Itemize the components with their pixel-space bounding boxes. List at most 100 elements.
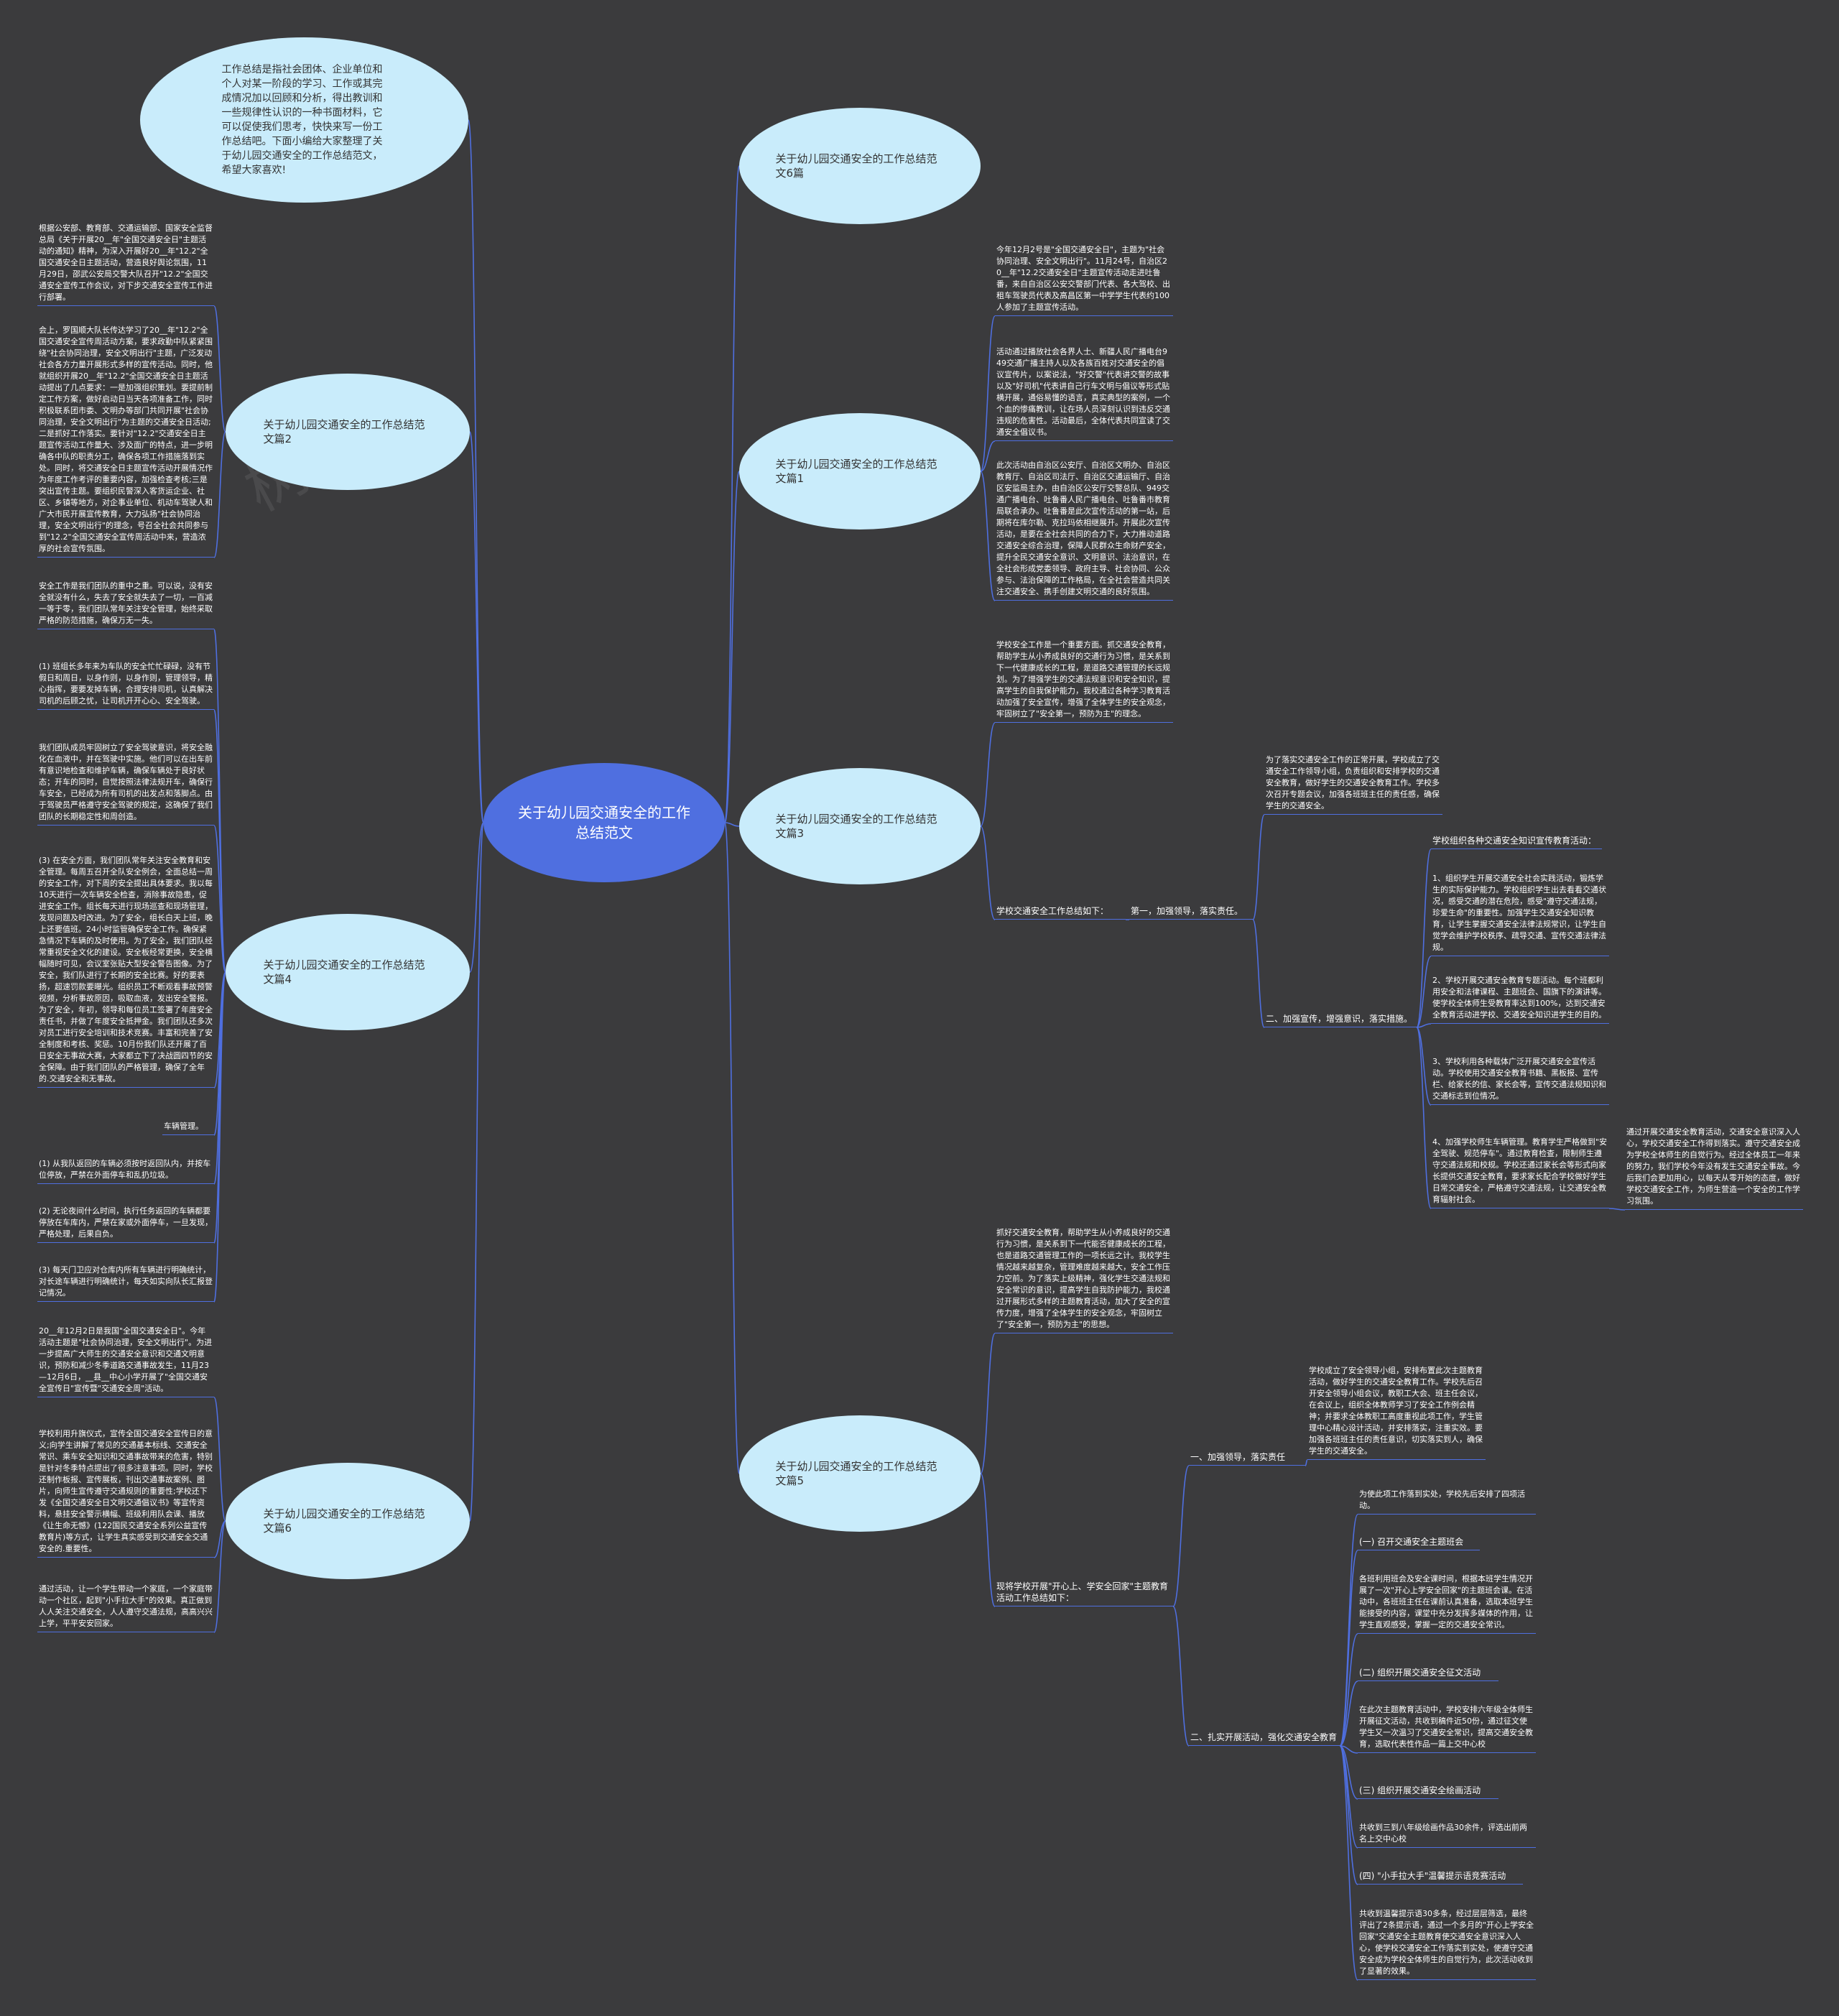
text-p3d: 为了落实交通安全工作的正常开展，学校成立了交通安全工作领导小组，负责组织和安排学… xyxy=(1264,754,1442,815)
topic-1[interactable]: 关于幼儿园交通安全的工作总结范文篇1 xyxy=(739,413,981,530)
link-text-p5e-text-p5m xyxy=(1339,1745,1358,1885)
link-text-p5c-text-p5d xyxy=(1305,1459,1308,1466)
text-p4g: (2) 无论夜间什么时间，执行任务返回的车辆都要停放在车库内，严禁在家或外面停车… xyxy=(37,1206,214,1243)
link-text-p3e-text-p3g xyxy=(1416,956,1432,1028)
text-p5j: 在此次主题教育活动中，学校安排六年级全体师生开展征文活动，共收到稿件近50份，通… xyxy=(1358,1704,1536,1753)
text-p5n: 共收到温馨提示语30多条，经过层层筛选，最终评出了2条提示语，通过一个多月的"开… xyxy=(1358,1908,1536,1980)
text-p3e: 二、加强宣传，增强意识，落实措施。 xyxy=(1264,1013,1417,1027)
link-topic-6-text-p6b xyxy=(213,1520,226,1558)
text-p5m: (四) "小手拉大手"温馨提示语竞赛活动 xyxy=(1358,1870,1523,1885)
link-text-p5e-text-p5n xyxy=(1339,1745,1358,1981)
link-topic-2-text-p2a xyxy=(213,305,226,433)
text-p3g: 1、组织学生开展交通安全社会实践活动，锻炼学生的实际保护能力。学校组织学生出去看… xyxy=(1431,873,1609,956)
text-p1a: 今年12月2号是"全国交通安全日"，主题为"社会协同治理、安全文明出行"。11月… xyxy=(995,244,1173,316)
text-p4a: 安全工作是我们团队的重中之重。可以说，没有安全就没有什么，失去了安全就失去了一切… xyxy=(37,581,214,629)
text-p4c: 我们团队成员牢固树立了安全驾驶意识，将安全融化在血液中，并在驾驶中实施。他们可以… xyxy=(37,742,214,826)
text-p4f: (1) 从我队返回的车辆必须按时返回队内，并按车位停放，严禁在外面停车和乱扔垃圾… xyxy=(37,1158,214,1184)
text-p5l: 共收到三到八年级绘画作品30余件，评选出前两名上交中心校 xyxy=(1358,1822,1536,1848)
text-p4h: (3) 每天门卫应对仓库内所有车辆进行明确统计，对长途车辆进行明确统计，每天如实… xyxy=(37,1264,214,1302)
topic-2[interactable]: 关于幼儿园交通安全的工作总结范文篇2 xyxy=(226,374,470,490)
topic-5[interactable]: 关于幼儿园交通安全的工作总结范文篇5 xyxy=(739,1415,981,1532)
link-text-p3e-text-p3i xyxy=(1416,1027,1432,1106)
link-text-p5b-text-p5c xyxy=(1172,1465,1190,1607)
topic-4[interactable]: 关于幼儿园交通安全的工作总结范文篇4 xyxy=(226,914,470,1030)
topic-6[interactable]: 关于幼儿园交通安全的工作总结范文篇6 xyxy=(226,1463,470,1579)
text-p3i: 3、学校利用各种载体广泛开展交通安全宣传活动。学校使用交通安全教育书籍、黑板报、… xyxy=(1431,1056,1609,1105)
topic-3[interactable]: 关于幼儿园交通安全的工作总结范文篇3 xyxy=(739,768,981,884)
link-topic-1-text-p1a xyxy=(980,315,996,472)
link-topic-1-text-p1b xyxy=(980,440,996,472)
text-p5i: (二) 组织开展交通安全征文活动 xyxy=(1358,1667,1498,1681)
text-p4b: (1) 班组长多年来为车队的安全忙忙碌碌，没有节假日和周日，以身作则，以身作则，… xyxy=(37,661,214,710)
link-root-node-topic-1 xyxy=(724,471,740,823)
link-root-node-topic-6pian xyxy=(724,165,740,823)
text-p4e: 车辆管理。 xyxy=(162,1121,214,1135)
text-p5d: 学校成立了安全领导小组，安排布置此次主题教育活动，做好学生的交通安全教育工作。学… xyxy=(1307,1365,1486,1460)
text-p5g: (一) 召开交通安全主题班会 xyxy=(1358,1536,1480,1550)
topic-4-label: 关于幼儿园交通安全的工作总结范文篇4 xyxy=(263,958,425,986)
topic-6pian[interactable]: 关于幼儿园交通安全的工作总结范文6篇 xyxy=(739,108,981,224)
link-topic-5-text-p5a xyxy=(980,1333,996,1474)
link-text-p5e-text-p5i xyxy=(1339,1680,1358,1747)
text-p3j: 4、加强学校师生车辆管理。教育学生严格做到"安全驾驶、规范停车"。通过教育检查，… xyxy=(1431,1137,1609,1208)
link-text-p3e-text-p3h xyxy=(1416,1023,1432,1028)
link-root-node-topic-2 xyxy=(469,431,484,823)
link-topic-2-text-p2b xyxy=(213,431,226,558)
text-p5b: 现将学校开展"开心上、学安全回家"主题教育活动工作总结如下： xyxy=(995,1581,1173,1606)
link-topic-6-text-p6c xyxy=(213,1520,226,1633)
link-text-p3e-text-p3f xyxy=(1416,849,1432,1028)
topic-6pian-label: 关于幼儿园交通安全的工作总结范文6篇 xyxy=(775,152,937,180)
text-p3a: 学校安全工作是一个重要方面。抓交通安全教育，帮助学生从小养成良好的交通行为习惯，… xyxy=(995,639,1173,723)
root-title: 关于幼儿园交通安全的工作总结范文 xyxy=(518,804,690,841)
link-text-p3e-text-p3j xyxy=(1416,1027,1432,1209)
topic-2-label: 关于幼儿园交通安全的工作总结范文篇2 xyxy=(263,418,425,445)
link-root-node-intro-node xyxy=(468,119,484,823)
text-p5c: 一、加强领导，落实责任 xyxy=(1189,1451,1305,1466)
link-root-node-topic-6 xyxy=(469,822,484,1522)
text-p3b: 学校交通安全工作总结如下： xyxy=(995,905,1126,920)
text-p2b: 会上，罗国顺大队长传达学习了20__年"12.2"全国交通安全宣传周活动方案，要… xyxy=(37,325,214,558)
text-p5k: (三) 组织开展交通安全绘画活动 xyxy=(1358,1785,1498,1799)
topic-6-label: 关于幼儿园交通安全的工作总结范文篇6 xyxy=(263,1507,425,1535)
link-root-node-topic-5 xyxy=(724,822,740,1474)
link-text-p3j-text-p3k xyxy=(1608,1208,1626,1211)
text-p1b: 活动通过播放社会各界人士、新疆人民广播电台949交通广播主持人以及各族百姓对交通… xyxy=(995,346,1173,441)
link-text-p5e-text-p5j xyxy=(1339,1745,1358,1754)
text-p1c: 此次活动由自治区公安厅、自治区文明办、自治区教育厅、自治区司法厅、自治区交通运输… xyxy=(995,460,1173,601)
link-topic-4-text-p4a xyxy=(213,629,226,973)
link-topic-3-text-p3a xyxy=(980,722,996,827)
text-p6c: 通过活动，让一个学生带动一个家庭，一个家庭带动一个社区，起到"小手拉大手"的效果… xyxy=(37,1583,214,1632)
text-p3f: 学校组织各种交通安全知识宣传教育活动： xyxy=(1431,835,1602,849)
topic-3-label: 关于幼儿园交通安全的工作总结范文篇3 xyxy=(775,813,937,840)
link-topic-5-text-p5b xyxy=(980,1473,996,1607)
root-node[interactable]: 关于幼儿园交通安全的工作总结范文 xyxy=(483,763,725,882)
topic-5-label: 关于幼儿园交通安全的工作总结范文篇5 xyxy=(775,1460,937,1487)
link-root-node-topic-4 xyxy=(469,822,484,973)
intro-text: 工作总结是指社会团体、企业单位和个人对某一阶段的学习、工作或其完成情况加以回顾和… xyxy=(221,64,383,176)
link-topic-4-text-p4c xyxy=(213,825,226,973)
link-text-p5e-text-p5h xyxy=(1339,1633,1358,1747)
link-topic-4-text-p4h xyxy=(213,971,226,1303)
link-text-p5e-text-p5g xyxy=(1339,1550,1358,1747)
link-text-p3c-text-p3e xyxy=(1252,919,1265,1028)
link-text-p5e-text-p5k xyxy=(1339,1745,1358,1800)
link-text-p3c-text-p3d xyxy=(1252,814,1265,920)
link-root-node-topic-3 xyxy=(724,822,740,827)
text-p2a: 根据公安部、教育部、交通运输部、国家安全监督总局《关于开展20__年"全国交通安… xyxy=(37,223,214,306)
text-p3h: 2、学校开展交通安全教育专题活动。每个班都利用安全和法律课程、主题班会、国旗下的… xyxy=(1431,975,1609,1024)
text-p6a: 20__年12月2日是我国"全国交通安全日"。今年活动主题是"社会协同治理，安全… xyxy=(37,1326,214,1397)
link-topic-1-text-p1c xyxy=(980,471,996,601)
intro-node[interactable]: 工作总结是指社会团体、企业单位和个人对某一阶段的学习、工作或其完成情况加以回顾和… xyxy=(140,37,468,203)
text-p5a: 抓好交通安全教育，帮助学生从小养成良好的交通行为习惯，是关系到下一代能否健康成长… xyxy=(995,1227,1173,1333)
text-p5h: 各班利用班会及安全课时间，根据本班学生情况开展了一次"开心上学安全回家"的主题班… xyxy=(1358,1573,1536,1634)
link-text-p5b-text-p5e xyxy=(1172,1606,1190,1747)
text-p3k: 通过开展交通安全教育活动，交通安全意识深入人心，学校交通安全工作得到落实。遵守交… xyxy=(1625,1127,1803,1210)
text-p6b: 学校利用升旗仪式，宣传全国交通安全宣传日的意义;向学生讲解了常见的交通基本标线、… xyxy=(37,1428,214,1558)
text-p4d: (3) 在安全方面，我们团队常年关注安全教育和安全管理。每周五召开全队安全例会，… xyxy=(37,855,214,1088)
link-topic-4-text-p4b xyxy=(213,709,226,973)
text-p3c: 第一，加强领导，落实责任。 xyxy=(1129,905,1253,920)
topic-1-label: 关于幼儿园交通安全的工作总结范文篇1 xyxy=(775,458,937,485)
text-p5e: 二、扎实开展活动，强化交通安全教育 xyxy=(1189,1731,1340,1746)
